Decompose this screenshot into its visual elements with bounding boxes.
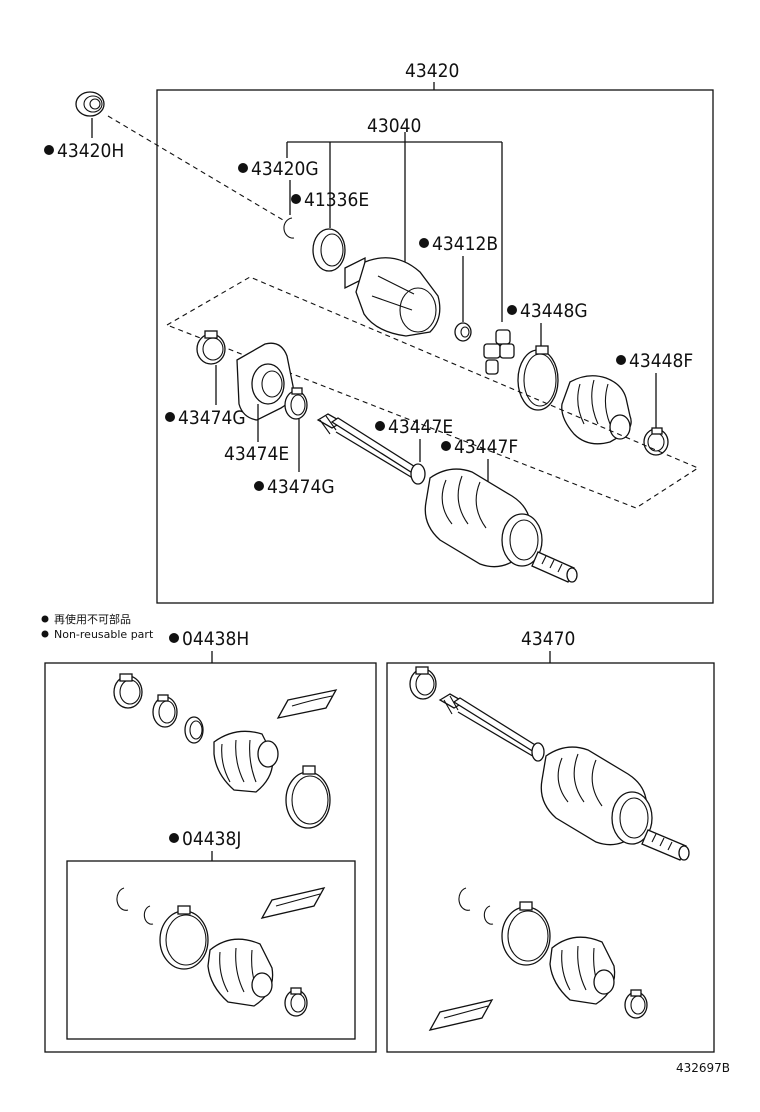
label-04438H[interactable]: 04438H — [182, 628, 249, 650]
part-43420H-seal[interactable] — [75, 91, 105, 117]
part-tripod-spider[interactable] — [483, 329, 515, 375]
part-43448F-clamp[interactable] — [643, 427, 669, 456]
part-43412B-ring[interactable] — [454, 322, 472, 342]
figure-id: 432697B — [676, 1061, 730, 1075]
part-drive-shaft-assembly[interactable] — [316, 413, 578, 583]
legend-line-en: Non-reusable part — [54, 628, 154, 641]
label-43420[interactable]: 43420 — [405, 60, 459, 82]
label-43470[interactable]: 43470 — [521, 628, 575, 650]
label-43420H[interactable]: 43420H — [57, 140, 124, 162]
kit-04438J-parts[interactable] — [116, 887, 326, 1017]
kit-box-04438H — [44, 662, 377, 1053]
label-04438J[interactable]: 04438J — [182, 828, 241, 850]
part-43420G-snap-ring[interactable] — [283, 217, 295, 239]
non-reusable-dot — [44, 145, 54, 155]
part-43448G-boot-clamp[interactable] — [517, 345, 559, 411]
kit-box-04438J — [66, 860, 356, 1040]
label-43040[interactable]: 43040 — [367, 115, 421, 137]
part-43474G-clamp-left[interactable] — [196, 330, 226, 365]
part-43474G-clamp-right[interactable] — [284, 387, 308, 420]
part-43470-shaft-assembly[interactable] — [409, 666, 690, 861]
label-43474E[interactable]: 43474E — [224, 443, 289, 465]
dashed-subgroup-outline — [165, 276, 700, 509]
label-43474G-right[interactable]: 43474G — [267, 476, 335, 498]
part-inner-joint-housing[interactable] — [344, 256, 441, 337]
label-43448G[interactable]: 43448G — [520, 300, 588, 322]
label-43474G-left[interactable]: 43474G — [178, 407, 246, 429]
label-43447E[interactable]: 43447E — [388, 416, 453, 438]
label-43412B[interactable]: 43412B — [432, 233, 498, 255]
legend-line-ja: 再使用不可部品 — [54, 612, 131, 626]
part-43474E-boot[interactable] — [236, 342, 294, 421]
label-43448F[interactable]: 43448F — [629, 350, 693, 372]
part-inboard-boot[interactable] — [561, 375, 632, 445]
label-43447F[interactable]: 43447F — [454, 436, 518, 458]
assembly-box-43420 — [156, 89, 714, 604]
label-43420G[interactable]: 43420G — [251, 158, 319, 180]
part-43470-kit-parts[interactable] — [428, 887, 648, 1031]
part-41336E-ring[interactable] — [312, 228, 346, 272]
kit-04438H-parts[interactable] — [113, 673, 338, 829]
assembly-box-43470 — [386, 662, 715, 1053]
label-41336E[interactable]: 41336E — [304, 189, 369, 211]
dashed-guide-43420H — [107, 115, 284, 221]
